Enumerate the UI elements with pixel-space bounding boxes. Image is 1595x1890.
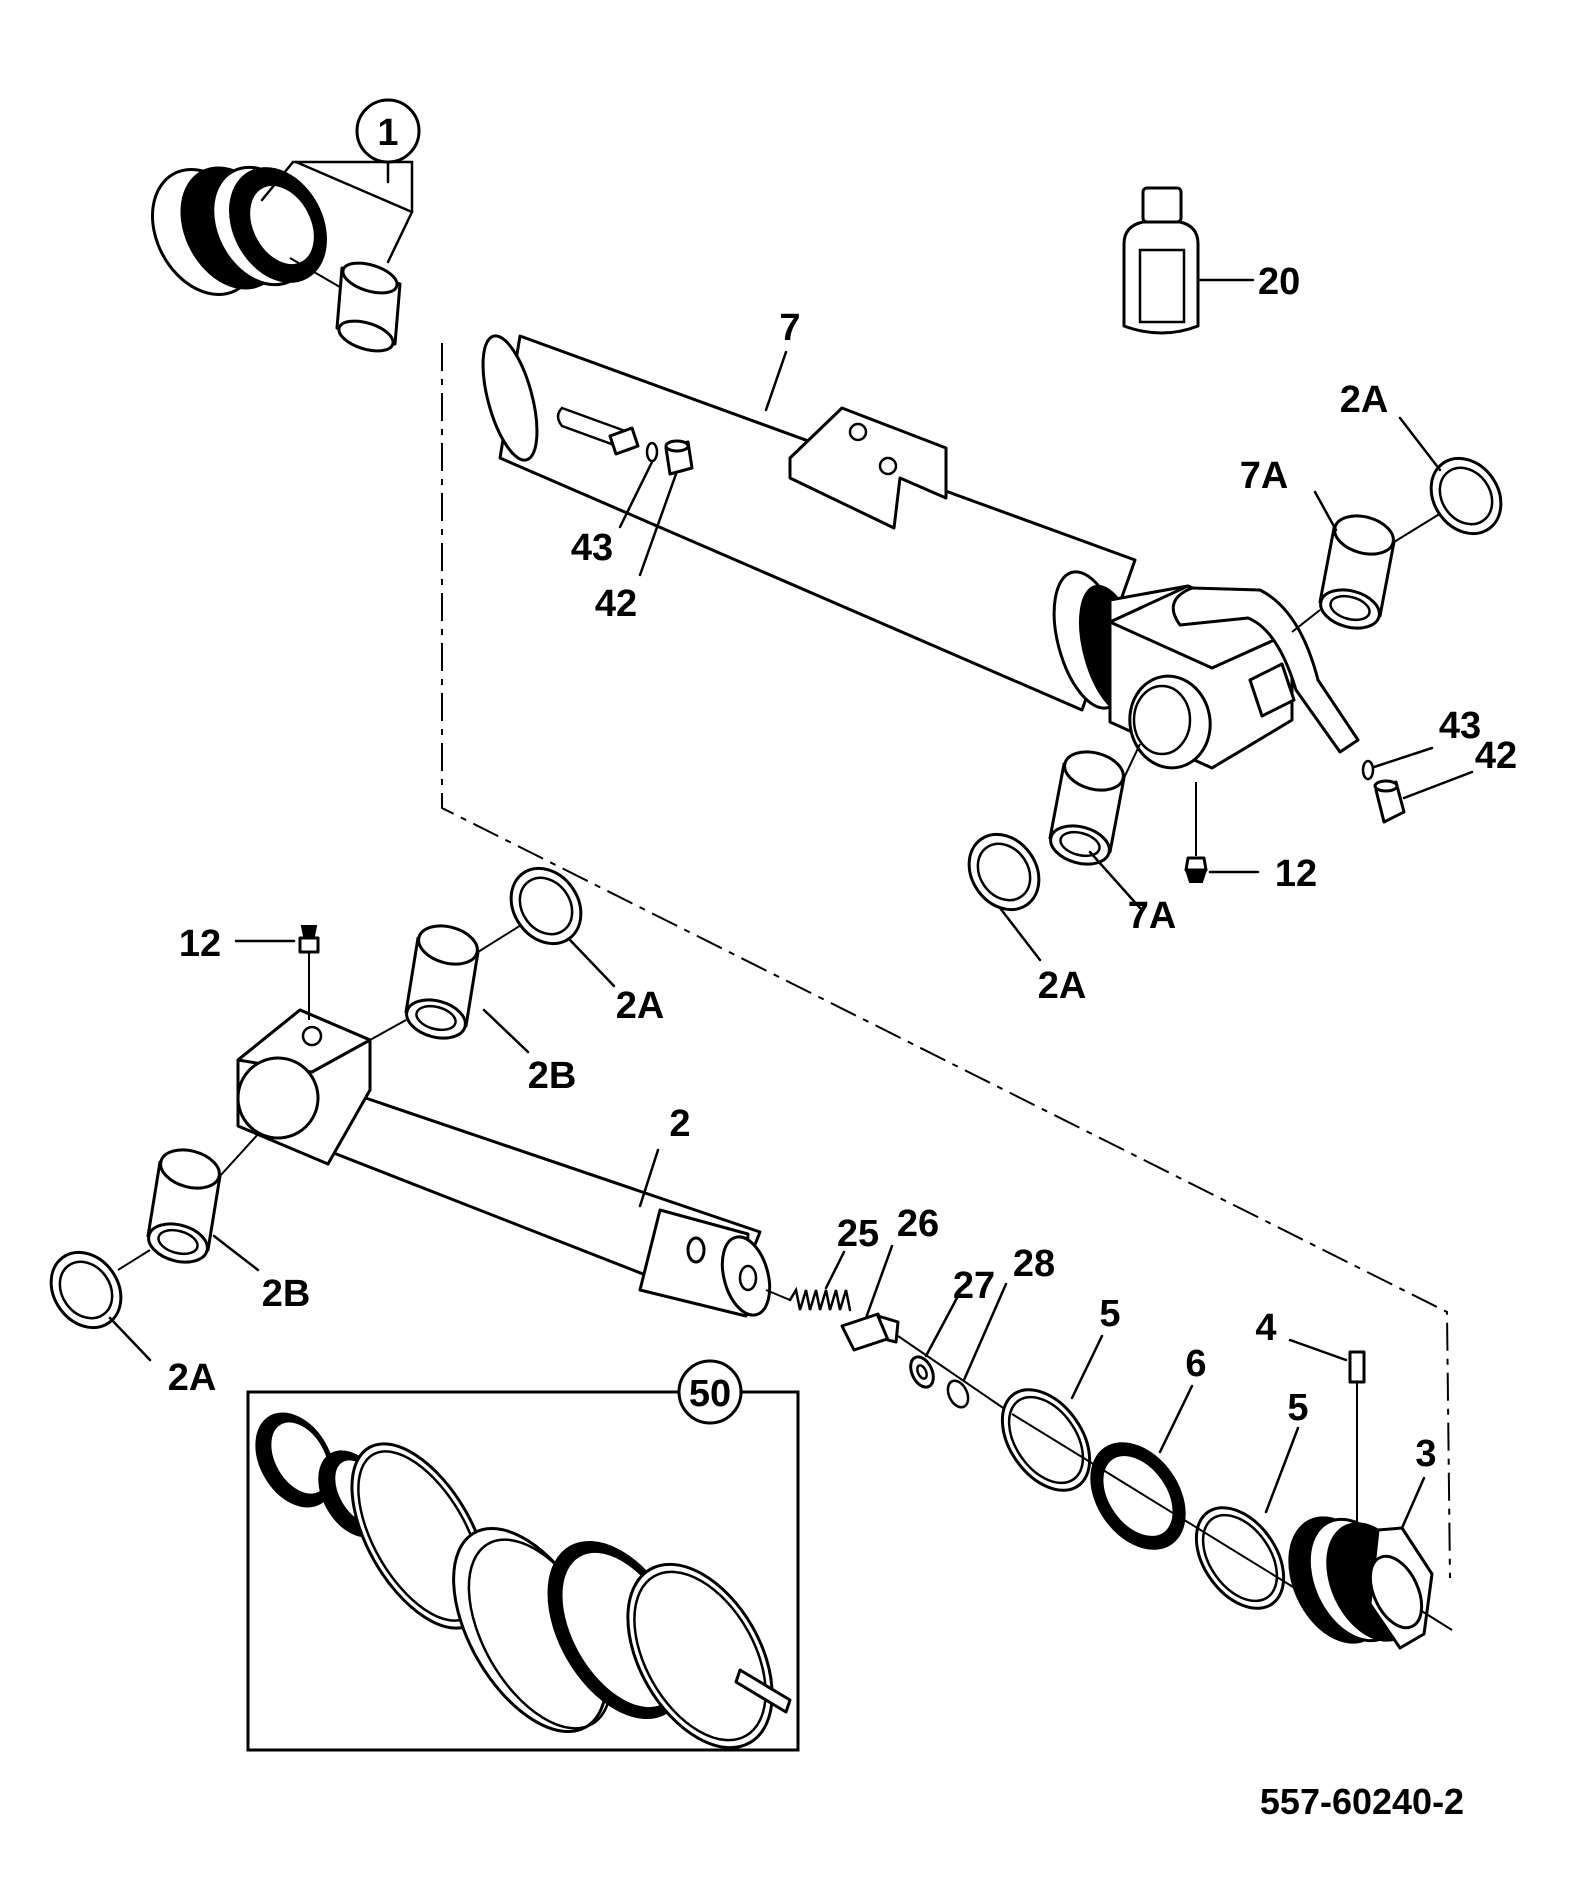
callout-20: 20 [1258,261,1300,303]
set-screw-4 [1288,1338,1366,1530]
callout-3: 3 [1415,1433,1436,1475]
callout-25: 25 [837,1213,879,1255]
callout-43-left: 43 [571,527,613,569]
callout-6: 6 [1185,1343,1206,1385]
callout-balloon-50 [677,1359,743,1425]
callout-7a-bottom: 7A [1128,895,1177,937]
seal-kit-inset [246,1390,800,1752]
bushing-7a-top [1291,490,1447,633]
bushing-2b-lower [146,1131,261,1272]
retaining-ring [897,1282,1013,1415]
piston-bearing [335,261,402,353]
cylinder-barrel [481,334,1360,770]
backup-ring-6 [1090,1384,1194,1550]
piston-rod [236,1008,772,1318]
callout-4: 4 [1255,1307,1276,1349]
washer [909,1294,960,1389]
callout-12-right: 12 [1275,853,1317,895]
callout-2a-top: 2A [1340,379,1389,421]
piston-assembly [150,165,346,296]
callout-1: 1 [377,112,398,154]
cylinder-head-3 [1288,1476,1453,1650]
seal-2a-mid [967,832,1042,962]
callout-7: 7 [779,307,800,349]
callout-12-left: 12 [179,923,221,965]
callout-2a-rod: 2A [616,985,665,1027]
callout-2: 2 [669,1103,690,1145]
callout-5-second: 5 [1287,1387,1308,1429]
callout-27: 27 [953,1265,995,1307]
o-ring-5-second [1011,1413,1300,1610]
grease-fitting-left [234,925,320,1020]
phantom-line [441,343,1451,1579]
seal-2a-top [1398,416,1503,536]
spring [765,1250,852,1312]
bushing-7a-bottom [1048,743,1142,910]
o-ring-5-first [1000,1334,1104,1492]
bushing-2b-upper [369,921,530,1054]
callout-7a-top: 7A [1240,455,1289,497]
check-valve-right [1361,746,1474,824]
callout-43-right: 43 [1439,705,1481,747]
callout-2a-mid: 2A [1038,965,1087,1007]
callout-26: 26 [897,1203,939,1245]
callout-50: 50 [689,1373,731,1415]
thread-locker-bottle [1122,186,1255,335]
callout-5-first: 5 [1099,1293,1120,1335]
seal-2a-rod-upper [509,866,616,988]
callout-2b-upper: 2B [528,1055,577,1097]
drawing-number: 557-60240-2 [1260,1781,1464,1822]
grease-fitting-right [1184,782,1260,883]
check-valve-left [608,426,694,577]
seal-2a-bottom [49,1249,152,1362]
callout-28: 28 [1013,1243,1055,1285]
callout-2a-bottom: 2A [168,1357,217,1399]
callout-42-right: 42 [1475,735,1517,777]
callout-2b-lower: 2B [262,1273,311,1315]
poppet [840,1244,900,1352]
callout-42-left: 42 [595,583,637,625]
